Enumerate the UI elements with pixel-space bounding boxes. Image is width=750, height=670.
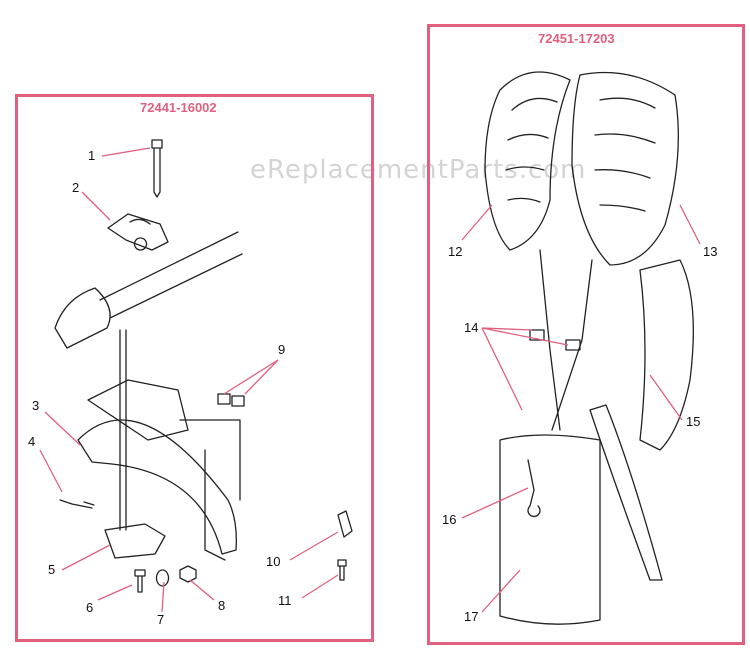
guard-part-3 <box>77 379 241 561</box>
shoulder-pad-part-12 <box>484 71 571 251</box>
hip-plate-part-17 <box>499 434 601 625</box>
callout-10: 10 <box>266 554 281 569</box>
callout-16: 16 <box>442 512 457 527</box>
blade-part-10 <box>337 510 353 538</box>
left-parts-panel <box>15 94 374 642</box>
right-panel-part-number: 72451-17203 <box>538 31 615 46</box>
mount-rod <box>119 329 127 531</box>
bolt-part-1 <box>151 139 163 198</box>
callout-2: 2 <box>72 180 80 195</box>
callout-11: 11 <box>278 593 292 608</box>
callout-14: 14 <box>464 320 479 335</box>
clips-part-9 <box>217 393 245 407</box>
bracket-part-5 <box>104 523 166 559</box>
callout-7: 7 <box>157 612 165 627</box>
screw-part-11 <box>337 559 347 581</box>
callout-15: 15 <box>686 414 701 429</box>
shaft-tube <box>54 231 243 349</box>
nut-part-8 <box>179 565 197 583</box>
callout-9: 9 <box>278 342 286 357</box>
right-parts-panel <box>427 24 745 645</box>
callout-8: 8 <box>218 598 226 613</box>
washer-part-7 <box>155 569 170 587</box>
watermark-text: eReplacementParts.com <box>250 155 587 185</box>
clamp-part-2 <box>107 213 169 251</box>
callout-5: 5 <box>48 562 56 577</box>
left-panel-part-number: 72441-16002 <box>140 100 217 115</box>
callout-13: 13 <box>703 244 718 259</box>
hip-pad-part-15 <box>639 259 694 451</box>
screw-part-6 <box>134 569 146 593</box>
callout-6: 6 <box>86 600 94 615</box>
bolt-part-4 <box>59 499 95 509</box>
callout-1: 1 <box>88 148 96 163</box>
callout-17: 17 <box>464 609 479 624</box>
callout-12: 12 <box>448 244 463 259</box>
shoulder-pad-part-13 <box>571 71 679 266</box>
hook-part-16 <box>527 459 541 518</box>
callout-3: 3 <box>32 398 40 413</box>
callout-4: 4 <box>28 434 36 449</box>
